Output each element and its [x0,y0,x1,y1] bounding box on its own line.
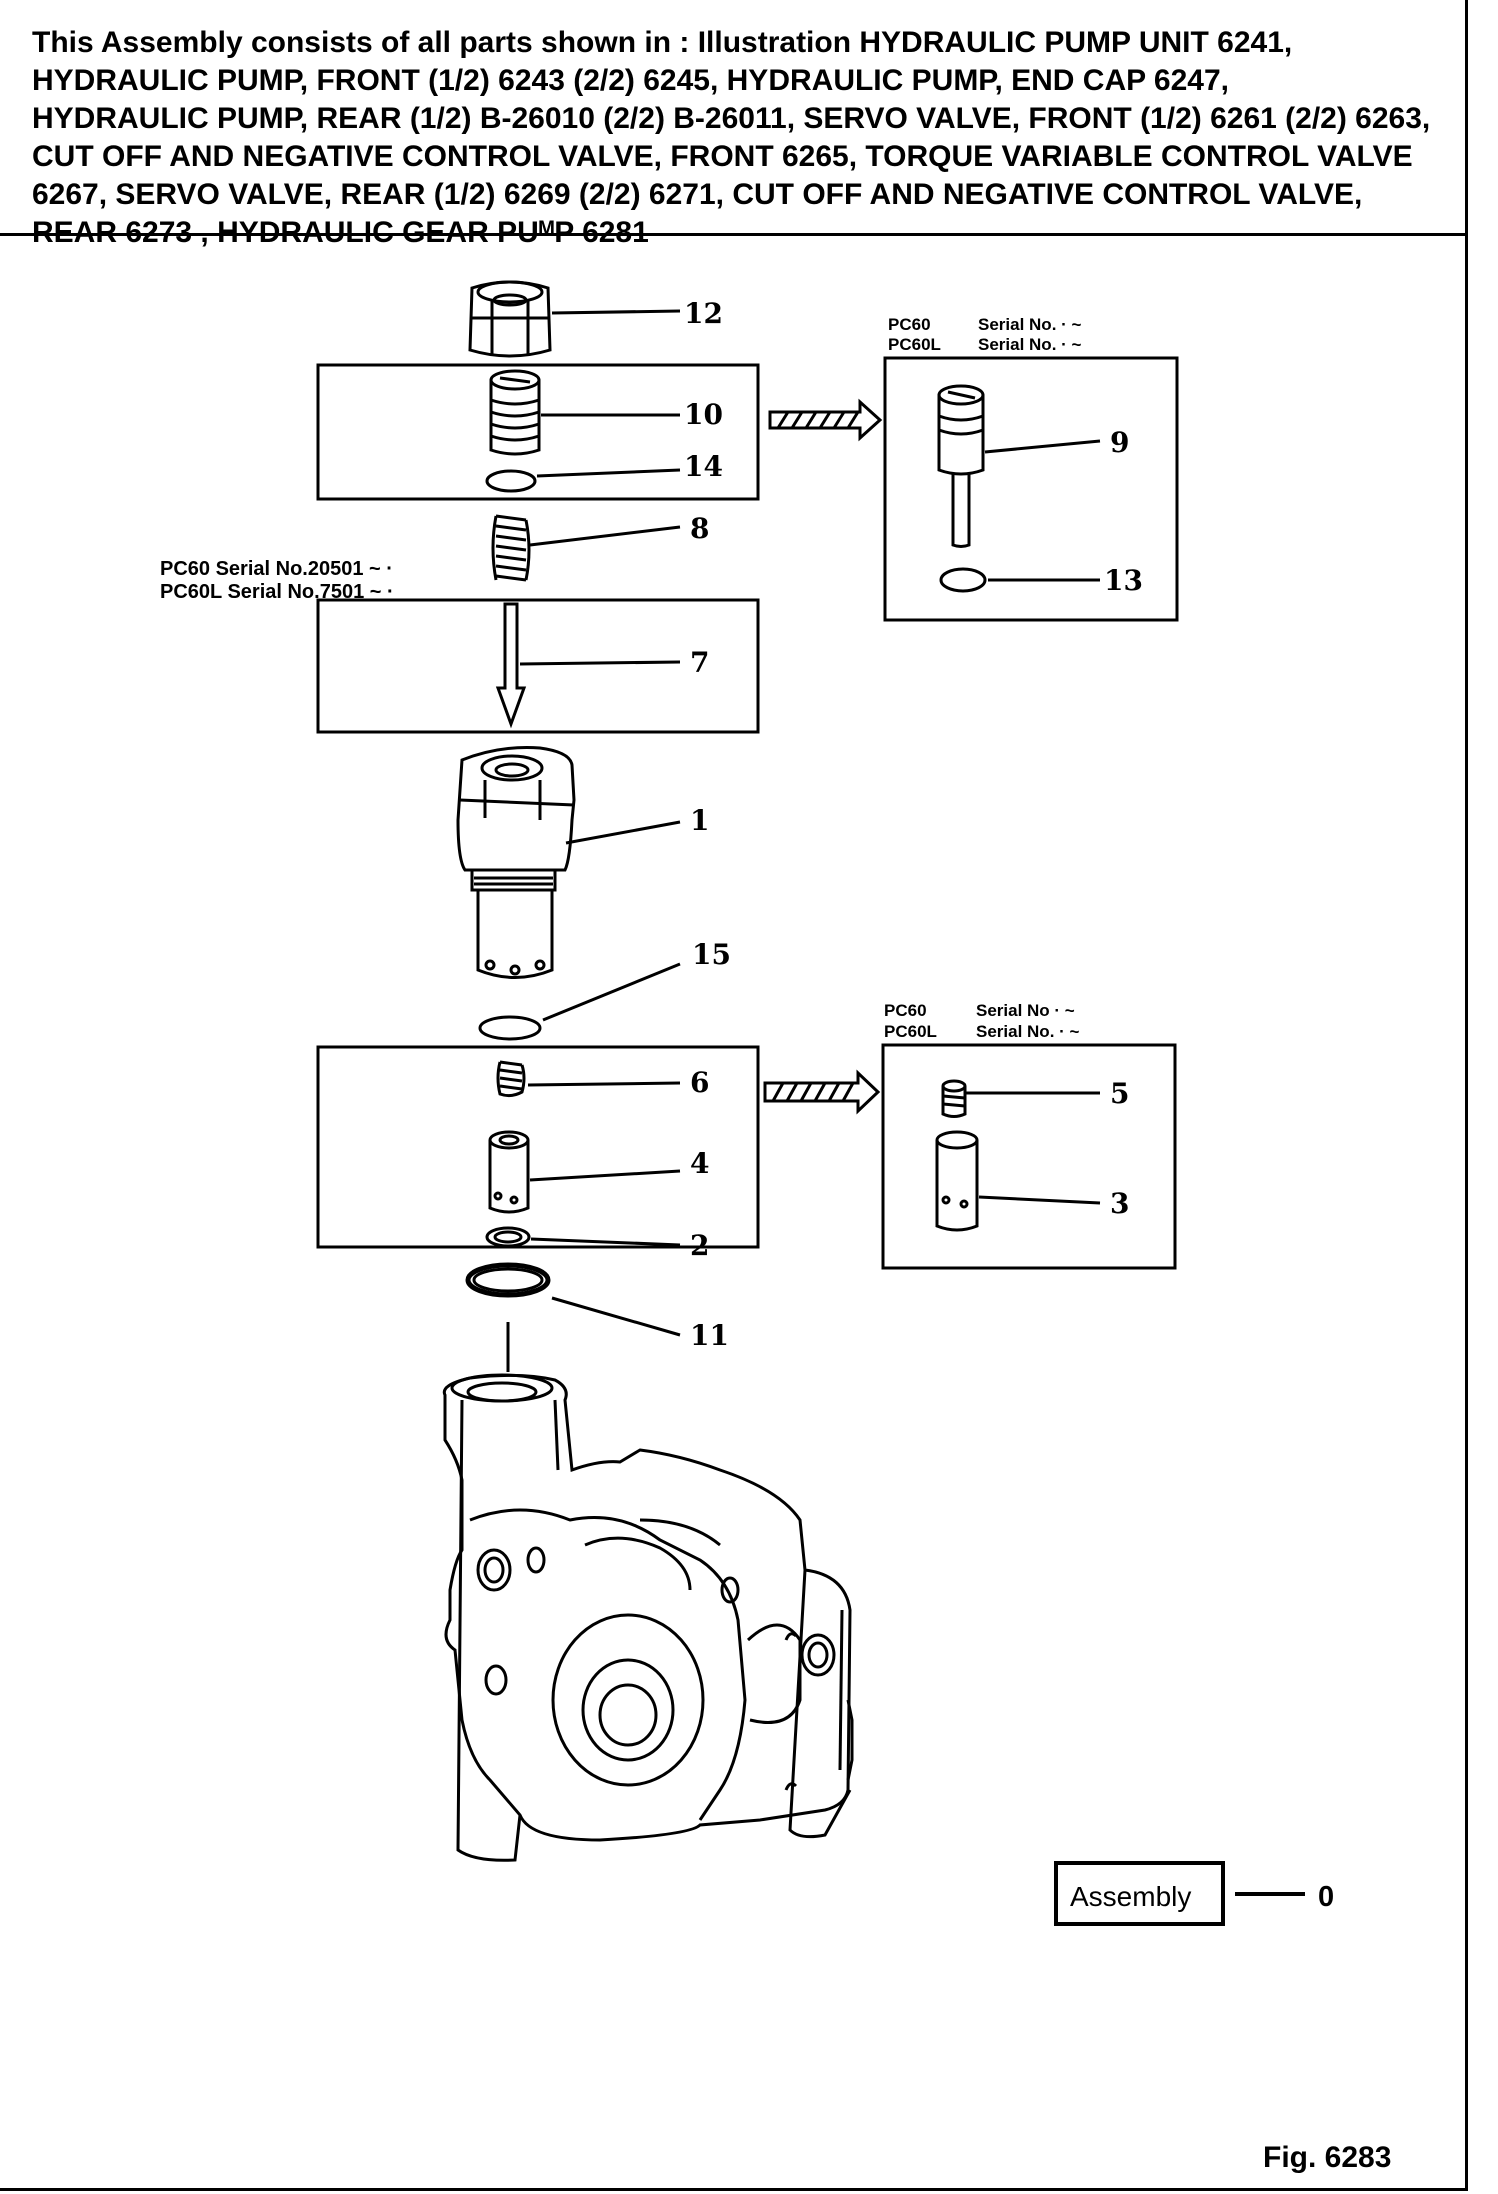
diagram-frame [0,233,1468,2191]
group-box-6-4 [316,1045,760,1249]
callout-1: 1 [690,804,709,837]
plug-part-5 [941,1079,967,1118]
callout-4: 4 [690,1147,709,1180]
callout-13: 13 [1104,564,1143,597]
description-line: CUT OFF AND NEGATIVE CONTROL VALVE, FRON… [32,140,1413,173]
callout-15: 15 [692,938,731,971]
serial-note-mid-model-2: PC60L [884,1022,937,1041]
group-box-10-14 [316,363,760,501]
description-line: HYDRAULIC PUMP, FRONT (1/2) 6243 (2/2) 6… [32,64,1229,97]
description-line: This Assembly consists of all parts show… [32,26,1293,59]
callout-5: 5 [1110,1077,1129,1110]
spring-part-6 [496,1060,526,1098]
sleeve-part-3 [935,1130,979,1232]
callout-2: 2 [690,1229,709,1262]
assembly-number: 0 [1318,1881,1334,1913]
plug-part-10 [489,369,541,456]
serial-note-top-model-1: PC60 [888,315,931,334]
serial-note-left-pc60l: PC60L Serial No.7501 ~ · [160,581,394,603]
arrow-to-alt-5-3 [763,1069,881,1115]
serial-note-top-model-2: PC60L [888,335,941,354]
serial-note-left-pc60: PC60 Serial No.20501 ~ · [160,558,393,580]
description-line: HYDRAULIC PUMP, REAR (1/2) B-26010 (2/2)… [32,102,1431,135]
needle-part-7 [495,602,527,729]
callout-14: 14 [684,450,723,483]
spring-part-8 [491,514,531,582]
callout-7: 7 [690,646,709,679]
callout-6: 6 [690,1066,709,1099]
callout-12: 12 [684,297,723,330]
header-box: This Assembly consists of all parts show… [0,0,1468,249]
nut-part-12 [468,280,552,358]
serial-note-mid-model-1: PC60 [884,1001,927,1020]
o-ring-part-2 [485,1226,531,1248]
callout-3: 3 [1110,1187,1129,1220]
serial-note-mid-serial-1: Serial No · ~ [976,1001,1075,1020]
o-ring-part-11-inner [472,1267,544,1293]
o-ring-part-13 [939,567,987,593]
valve-body-part-1 [456,746,576,979]
serial-note-top-serial-1: Serial No. · ~ [978,315,1082,334]
figure-number: Fig. 6283 [1263,2141,1391,2174]
description-line: REAR 6273 , HYDRAULIC GEAR PUᴹP 6281 [32,216,649,249]
serial-note-mid-serial-2: Serial No. · ~ [976,1022,1080,1041]
callout-10: 10 [684,398,723,431]
assembly-label: Assembly [1070,1881,1191,1912]
callout-9: 9 [1110,426,1129,459]
serial-note-top-serial-2: Serial No. · ~ [978,335,1082,354]
callout-8: 8 [690,512,709,545]
callout-11: 11 [690,1319,729,1352]
assembly-label-box [1054,1861,1225,1926]
arrow-to-alt-9-13 [768,398,883,442]
sleeve-part-4 [488,1130,530,1214]
alt-box-5-3 [881,1043,1177,1270]
o-ring-part-2-inner [493,1230,523,1244]
pump-casing [442,1373,854,1862]
alt-box-9-13 [883,356,1179,622]
description-line: 6267, SERVO VALVE, REAR (1/2) 6269 (2/2)… [32,178,1363,211]
o-ring-part-15 [478,1015,542,1041]
group-box-7 [316,598,760,734]
o-ring-part-11 [465,1262,551,1298]
assembly-description: This Assembly consists of all parts show… [32,24,1472,252]
plug-part-9 [937,384,985,548]
o-ring-part-14 [485,469,537,493]
